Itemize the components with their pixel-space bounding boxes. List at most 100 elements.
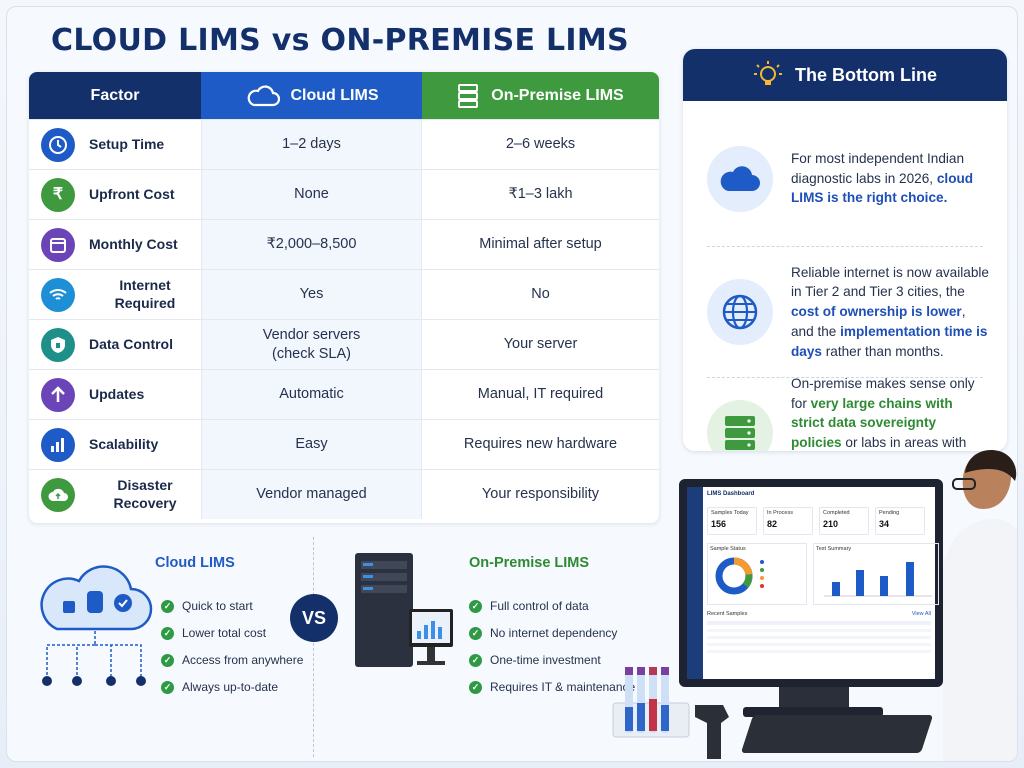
- factor-cell: ₹Upfront Cost: [29, 170, 201, 219]
- benefit-label: Always up-to-date: [182, 680, 279, 694]
- onprem-value-cell: No: [531, 286, 550, 303]
- lightbulb-icon: [754, 61, 782, 85]
- factor-label: Setup Time: [89, 135, 165, 152]
- onprem-value-cell: Requires new hardware: [463, 436, 618, 453]
- sample-status-card: Sample Status: [707, 543, 807, 605]
- table-row: Scalability Easy Requires new hardware: [29, 419, 659, 469]
- bottom-line-title: The Bottom Line: [795, 64, 937, 85]
- cloud-icon: [247, 84, 280, 106]
- factor-cell: Scalability: [29, 420, 201, 469]
- factor-label: Data Control: [89, 335, 173, 352]
- header-onprem-label: On-Premise LIMS: [491, 86, 624, 104]
- factor-label: Scalability: [89, 435, 159, 452]
- server-circle-icon: [707, 400, 773, 451]
- cloud-value-cell: Yes: [201, 270, 422, 319]
- factor-label: Monthly Cost: [89, 235, 178, 252]
- kpi-label: Samples Today: [711, 510, 749, 516]
- onprem-value-cell: 2–6 weeks: [505, 136, 576, 153]
- dashboard-title: LIMS Dashboard: [707, 491, 755, 497]
- benefit-item: ✓ Requires IT & maintenance: [469, 680, 635, 694]
- donut-chart: [715, 557, 764, 595]
- divider: [707, 377, 983, 378]
- benefit-item: ✓Full control of data: [469, 599, 589, 613]
- vs-badge: VS: [290, 594, 338, 642]
- header-cloud: Cloud LIMS: [201, 72, 422, 119]
- check-icon: ✓: [469, 599, 482, 613]
- factor-cell: Internet Required: [29, 270, 201, 319]
- highlight-text: cost of ownership is lower: [791, 304, 962, 320]
- cloud-section-title: Cloud LIMS: [155, 555, 235, 571]
- shield-icon: [41, 327, 75, 362]
- benefit-item: ✓Access from anywhere: [161, 653, 303, 667]
- table-header: Factor Cloud LIMS On-Premise LIMS: [29, 72, 659, 119]
- highlight-text: implementation time is days: [791, 323, 988, 359]
- text-part: rather than months.: [821, 343, 944, 359]
- cloud-upload-icon: [41, 477, 75, 512]
- text-part: , and the: [791, 304, 966, 339]
- page-title: CLOUD LIMS vs ON-PREMISE LIMS: [51, 23, 629, 58]
- bottom-line-item: On-premise makes sense only for very lar…: [689, 375, 1001, 451]
- highlight-text: cloud LIMS is the right choice.: [791, 170, 974, 206]
- bottom-line-header: The Bottom Line: [683, 49, 1007, 101]
- benefit-label: Quick to start: [182, 599, 253, 613]
- kpi-label: In Process: [767, 510, 793, 516]
- divider: [707, 246, 983, 247]
- monitor: LIMS Dashboard Samples Today 156 In Proces…: [679, 479, 943, 687]
- check-icon: ✓: [469, 680, 482, 694]
- wifi-icon: [41, 277, 75, 312]
- benefit-item: ✓ Lower total cost: [161, 626, 266, 640]
- header-factor: Factor: [29, 72, 201, 119]
- check-icon: ✓: [469, 626, 482, 640]
- text-part: or labs in areas with genuinely unreliab…: [845, 435, 967, 450]
- cloud-value-cell: None: [201, 170, 422, 219]
- infographic-frame: CLOUD LIMS vs ON-PREMISE LIMS Factor Clo…: [6, 6, 1018, 762]
- factor-cell: Disaster Recovery: [29, 470, 201, 519]
- benefit-label: One-time investment: [490, 653, 601, 667]
- table-row: Monthly Cost ₹2,000–8,500 Minimal after se…: [29, 219, 659, 269]
- bottom-line-text-2: Reliable internet is now available in Ti…: [791, 263, 989, 362]
- highlight-text: very large chains with strict data sover…: [791, 395, 953, 450]
- kpi-value: 82: [767, 519, 778, 529]
- sample-status-title: Sample Status: [710, 546, 746, 552]
- table-row: Setup Time 1–2 days 2–6 weeks: [29, 119, 659, 169]
- text-part: On-premise makes sense only for: [791, 375, 975, 411]
- dashboard-sidebar: [687, 487, 703, 679]
- benefit-item: ✓Always up-to-date: [161, 680, 278, 694]
- monitor-base: [743, 707, 883, 717]
- bottom-line-text-1: For most independent Indian diagnostic l…: [791, 149, 989, 208]
- kpi-label: Completed: [823, 510, 850, 516]
- onprem-value-cell: Minimal after setup: [479, 236, 602, 253]
- lab-technician-illustration: [943, 449, 1017, 761]
- keyboard: [740, 715, 934, 753]
- header-cloud-label: Cloud LIMS: [290, 86, 379, 104]
- benefit-label: No internet dependency: [490, 626, 618, 640]
- monitor-stand: [779, 687, 849, 709]
- factor-label: Disaster Recovery: [113, 477, 177, 511]
- kpi-value: 156: [711, 519, 727, 529]
- cloud-value-cell: ₹2,000–8,500: [201, 220, 422, 269]
- onprem-value-cell: Your responsibility: [481, 486, 600, 503]
- kpi-label: Pending: [879, 510, 900, 516]
- cloud-value-cell: Easy: [201, 420, 422, 469]
- cloud-network-illustration: [40, 565, 153, 686]
- cloud-circle-icon: [707, 145, 773, 212]
- test-summary-title: Test Summary: [816, 546, 852, 552]
- kpi-card: In Process 82: [763, 507, 813, 535]
- benefit-label: Requires IT & maintenance: [490, 680, 636, 694]
- view-all-link[interactable]: View All: [911, 611, 931, 617]
- onprem-value-cell: Your server: [503, 336, 578, 353]
- calendar-icon: [41, 227, 75, 262]
- cloud-value-cell: 1–2 days: [201, 120, 422, 169]
- benefit-label: Lower total cost: [182, 626, 267, 640]
- benefit-label: Access from anywhere: [182, 653, 304, 667]
- lims-dashboard-screen: LIMS Dashboard Samples Today 156 In Proces…: [687, 487, 939, 679]
- onprem-value-cell: Manual, IT required: [477, 386, 604, 403]
- check-icon: ✓: [161, 626, 174, 640]
- cloud-value-cell: Vendor servers (check SLA): [201, 320, 422, 369]
- recent-samples-title: Recent Samples: [707, 611, 748, 617]
- cloud-value-cell: Vendor managed: [201, 470, 422, 519]
- comparison-table: Factor Cloud LIMS On-Premise LIMS Setup …: [29, 72, 659, 523]
